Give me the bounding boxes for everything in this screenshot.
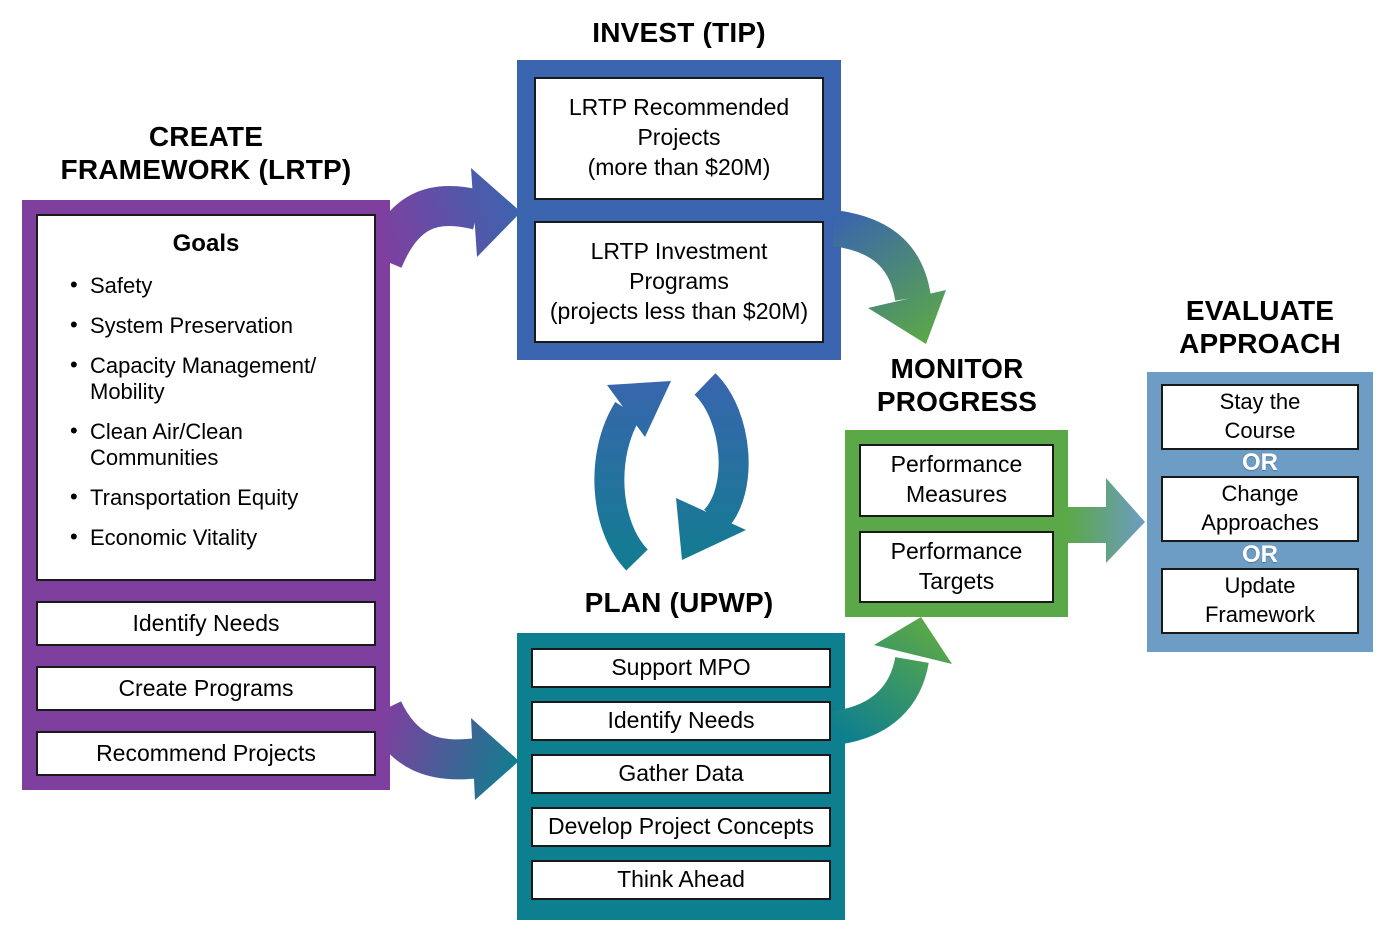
evaluate-approach-title: EVALUATE APPROACH [1179,295,1341,360]
goals-heading: Goals [172,230,240,257]
plan-item-develop-project-concepts: Develop Project Concepts [531,807,831,847]
evaluate-approach-box: Stay the Course OR Change Approaches OR … [1147,372,1373,652]
invest-tip-box: LRTP Recommended Projects (more than $20… [517,60,841,360]
lrtp-step-identify-needs: Identify Needs [36,601,376,646]
monitor-item-performance-targets: Performance Targets [859,530,1054,603]
goal-item-system-preservation: System Preservation [68,312,366,339]
upwp-to-monitor-arrow [831,617,952,745]
monitor-item-performance-measures: Performance Measures [859,444,1054,517]
goal-item-capacity-mobility: Capacity Management/ Mobility [68,352,366,405]
create-framework-title: CREATE FRAMEWORK (LRTP) [60,121,352,186]
goals-box: Goals Safety System Preservation Capacit… [36,214,376,581]
plan-item-gather-data: Gather Data [531,754,831,794]
monitor-progress-box: Performance Measures Performance Targets [845,430,1068,617]
plan-upwp-title: PLAN (UPWP) [584,587,774,618]
create-framework-box: Goals Safety System Preservation Capacit… [22,200,390,790]
plan-item-support-mpo: Support MPO [531,648,831,688]
evaluate-option-update-framework: Update Framework [1161,568,1359,634]
tip-upwp-cycle-arrows [594,373,749,571]
goals-list: Safety System Preservation Capacity Mana… [38,272,374,551]
lrtp-step-create-programs: Create Programs [36,666,376,711]
monitor-to-evaluate-arrow [1068,478,1145,563]
lrtp-to-upwp-arrow [383,700,519,800]
monitor-progress-title: MONITOR PROGRESS [876,353,1038,418]
tip-to-monitor-arrow [833,210,946,344]
or-separator: OR [1242,449,1278,476]
tip-item-recommended-projects: LRTP Recommended Projects (more than $20… [534,77,824,200]
evaluate-option-stay-the-course: Stay the Course [1161,384,1359,450]
plan-item-identify-needs: Identify Needs [531,701,831,741]
plan-item-think-ahead: Think Ahead [531,860,831,900]
or-separator: OR [1242,541,1278,568]
invest-tip-title: INVEST (TIP) [592,17,766,48]
goal-item-economic-vitality: Economic Vitality [68,524,366,551]
goal-item-transportation-equity: Transportation Equity [68,484,366,511]
goal-item-safety: Safety [68,272,366,299]
evaluate-option-change-approaches: Change Approaches [1161,476,1359,542]
lrtp-to-tip-arrow [383,168,521,269]
tip-item-investment-programs: LRTP Investment Programs (projects less … [534,220,824,343]
lrtp-step-recommend-projects: Recommend Projects [36,731,376,776]
goal-item-clean-air: Clean Air/Clean Communities [68,418,366,471]
plan-upwp-box: Support MPO Identify Needs Gather Data D… [517,633,845,920]
